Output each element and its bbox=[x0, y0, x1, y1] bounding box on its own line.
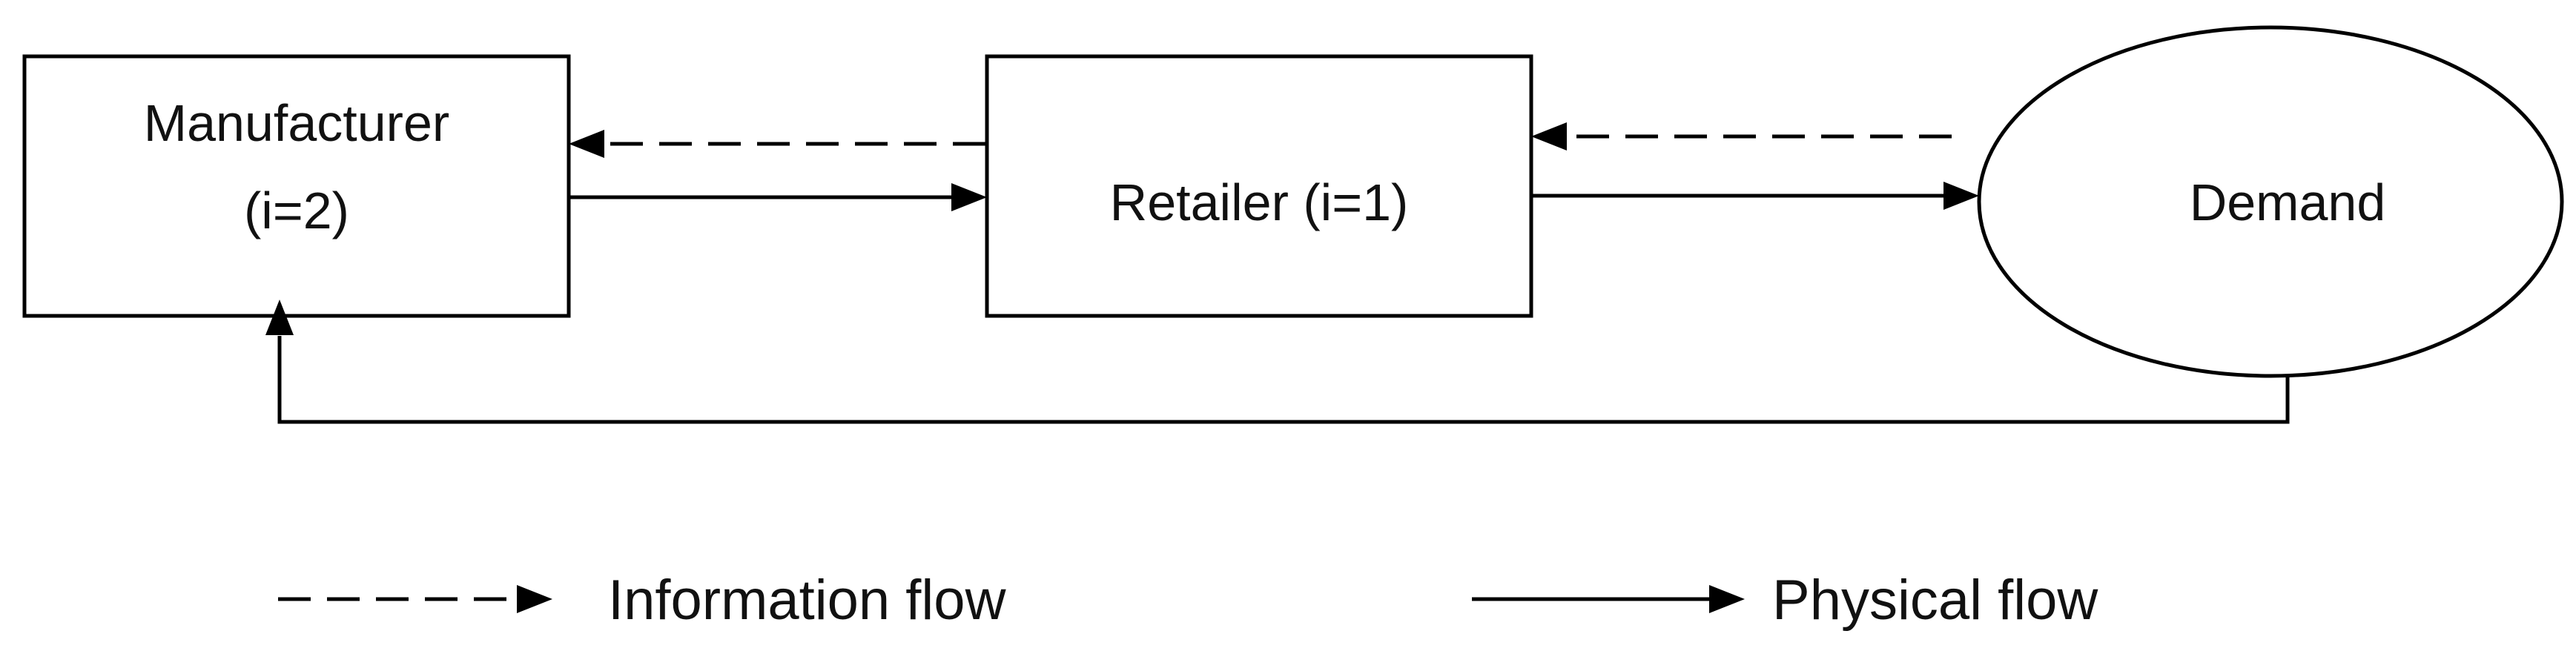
feedback-flow-arrowhead bbox=[265, 300, 294, 335]
demand-label: Demand bbox=[2190, 174, 2386, 231]
info-flow-retailer-to-manufacturer bbox=[569, 130, 985, 158]
info-flow-demand-to-retailer bbox=[1531, 122, 1952, 151]
manufacturer-label-line2: (i=2) bbox=[244, 182, 349, 239]
physical-flow-arrowhead-2 bbox=[1943, 182, 1979, 210]
legend-dashed-arrowhead bbox=[517, 585, 552, 613]
info-flow-arrowhead-1 bbox=[569, 130, 604, 158]
demand-node: Demand bbox=[1977, 25, 2564, 378]
manufacturer-box bbox=[22, 54, 571, 318]
feedback-flow-line bbox=[277, 336, 2290, 424]
legend: Information flow Physical flow bbox=[278, 569, 2098, 632]
feedback-flow-demand-to-manufacturer bbox=[265, 300, 2290, 424]
info-flow-arrowhead-2 bbox=[1531, 122, 1567, 151]
legend-physical-flow: Physical flow bbox=[1472, 569, 2098, 632]
legend-physical-flow-label: Physical flow bbox=[1772, 569, 2098, 632]
legend-solid-arrowhead bbox=[1709, 585, 1745, 613]
legend-information-flow: Information flow bbox=[278, 569, 1007, 632]
physical-flow-manufacturer-to-retailer bbox=[569, 183, 987, 211]
retailer-label: Retailer (i=1) bbox=[1110, 174, 1409, 231]
legend-information-flow-label: Information flow bbox=[608, 569, 1007, 632]
physical-flow-arrowhead-1 bbox=[951, 183, 987, 211]
retailer-box bbox=[985, 54, 1533, 318]
manufacturer-node: Manufacturer (i=2) bbox=[22, 54, 571, 318]
physical-flow-retailer-to-demand bbox=[1531, 182, 1979, 210]
demand-ellipse bbox=[1977, 25, 2564, 378]
manufacturer-label-line1: Manufacturer bbox=[144, 94, 449, 152]
retailer-node: Retailer (i=1) bbox=[985, 54, 1533, 318]
